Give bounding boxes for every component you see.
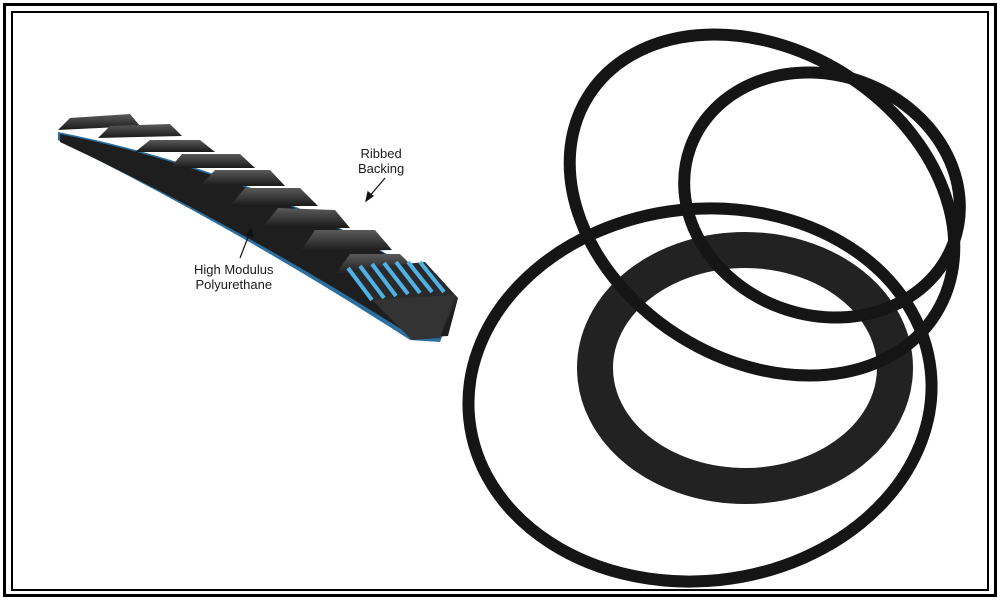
inner-frame-border (11, 11, 989, 591)
tensile-cords (346, 260, 446, 302)
wide-ribbed-belt-ring (577, 232, 913, 504)
inner-belt-ring (678, 66, 966, 324)
backing-ribs (58, 114, 420, 275)
callout-arrows (239, 177, 386, 259)
label-line: Ribbed (360, 146, 402, 161)
label-line: High Modulus (194, 262, 274, 277)
ribbed-backing-label: Ribbed Backing (358, 146, 404, 176)
large-belt-ring (462, 202, 938, 588)
polyurethane-label: High Modulus Polyurethane (194, 262, 274, 292)
label-line: Backing (358, 161, 405, 176)
outer-frame-border (3, 3, 997, 597)
stacked-belts-photo (462, 28, 966, 588)
label-line: Polyurethane (195, 277, 273, 292)
ribbed-belt-cutaway (58, 114, 458, 342)
